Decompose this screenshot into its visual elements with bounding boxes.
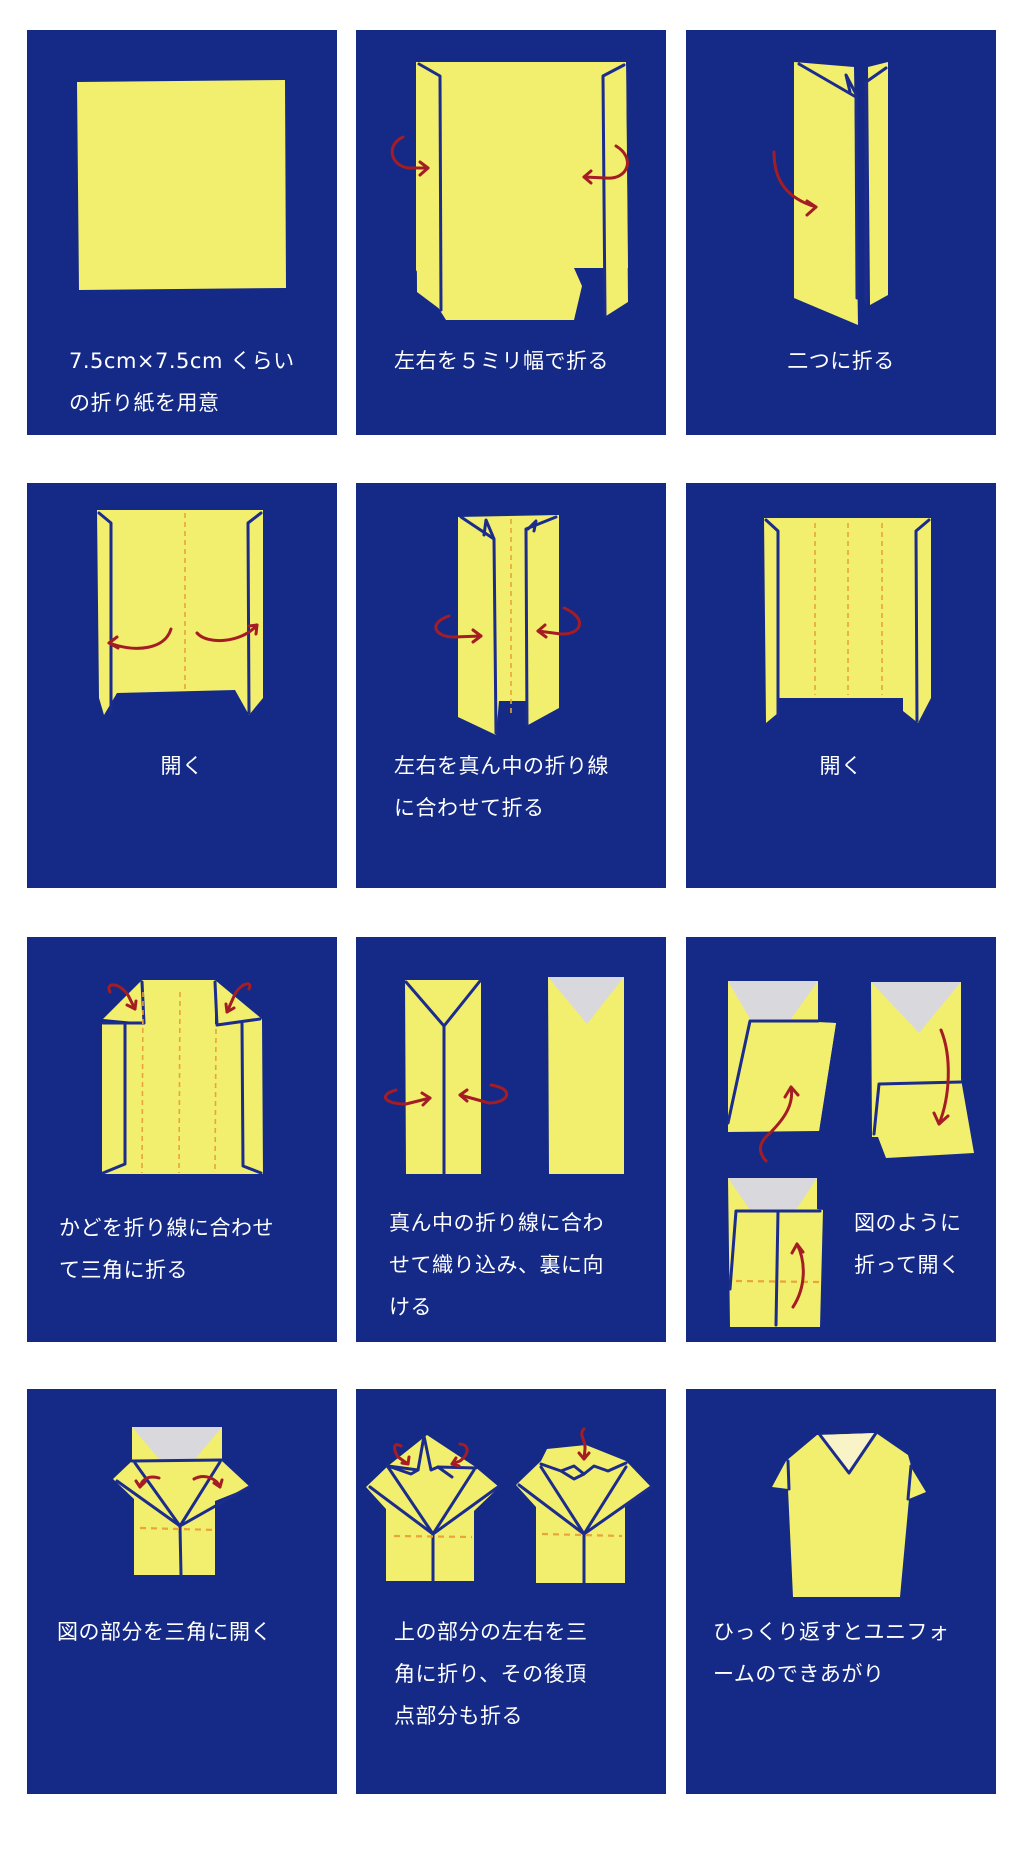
fold-collar-illustration [366,1427,653,1585]
square-paper-illustration [77,80,286,290]
step-11-panel: 上の部分の左右を三 角に折り、その後頂 点部分も折る [356,1389,666,1794]
fold-to-center-illustration [434,515,582,735]
step-5-panel: 左右を真ん中の折り線 に合わせて折る [356,483,666,888]
step-1-panel: 7.5cm×7.5cm くらい の折り紙を用意 [27,30,337,435]
unfold-illustration [97,510,263,715]
step-caption: 開く [819,754,863,778]
fold-edges-illustration [390,62,629,320]
step-4-panel: 開く [27,483,337,888]
step-10-panel: 図の部分を三角に開く [27,1389,337,1794]
tuck-and-flip-illustration [383,977,624,1176]
step-caption: 7.5cm×7.5cm くらい の折り紙を用意 [69,349,295,415]
step-7-panel: かどを折り線に合わせ て三角に折る [27,937,337,1342]
fold-in-half-illustration [772,62,888,325]
step-8-panel: 真ん中の折り線に合わ せて織り込み、裏に向 ける [356,937,666,1342]
fold-corners-illustration [101,980,263,1175]
step-caption: 図のように 折って開く [854,1211,962,1277]
step-3-panel: 二つに折る [686,30,996,435]
step-6-panel: 開く [686,483,996,888]
step-caption: 二つに折る [787,349,895,373]
open-triangles-illustration [113,1427,251,1577]
step-caption: 真ん中の折り線に合わ せて織り込み、裏に向 ける [389,1211,604,1319]
step-caption: 図の部分を三角に開く [57,1620,272,1644]
step-9-panel: 図のように 折って開く [686,937,996,1342]
step-caption: ひっくり返すとユニフォ ームのできあがり [713,1620,950,1686]
fold-and-open-sequence-illustration [726,981,974,1327]
step-12-panel: ひっくり返すとユニフォ ームのできあがり [686,1389,996,1794]
finished-uniform-illustration [772,1431,926,1597]
step-caption: かどを折り線に合わせ て三角に折る [59,1216,274,1282]
step-caption: 開く [160,754,204,778]
step-2-panel: 左右を５ミリ幅で折る [356,30,666,435]
step-caption: 上の部分の左右を三 角に折り、その後頂 点部分も折る [394,1620,588,1728]
unfold-creases-illustration [764,518,931,723]
step-caption: 左右を５ミリ幅で折る [394,349,609,373]
step-caption: 左右を真ん中の折り線 に合わせて折る [394,754,609,820]
